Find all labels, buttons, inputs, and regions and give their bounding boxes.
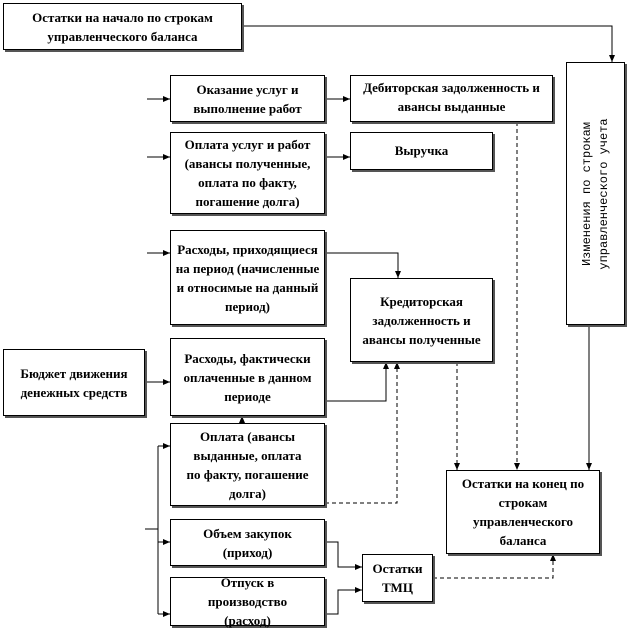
revenue-box: Выручка: [350, 132, 493, 170]
box-label: Выручка: [394, 143, 449, 158]
box-label: Оплата (авансы выданные, оплата по факту…: [186, 428, 309, 501]
end-balance-box: Остатки на конец по строкам управленческ…: [446, 470, 600, 554]
dashed-inventory-end: [433, 554, 556, 579]
dashed-payment-payables: [325, 362, 400, 504]
inventory-box: Остатки ТМЦ: [362, 554, 433, 602]
box-label: Остатки на начало по строкам управленчес…: [32, 9, 213, 44]
cash-budget-box: Бюджет движения денежных средств: [3, 349, 145, 416]
receivables-box: Дебиторская задолженность и авансы выдан…: [350, 75, 553, 122]
payment-box: Оплата (авансы выданные, оплата по факту…: [170, 423, 325, 506]
arrow-purchases-inventory: [325, 541, 362, 570]
services-payment-box: Оплата услуг и работ (авансы полученные,…: [170, 132, 325, 214]
paid-expenses-box: Расходы, фактически оплаченные в данном …: [170, 338, 325, 416]
box-label: Остатки ТМЦ: [372, 561, 423, 595]
start-balance-box: Остатки на начало по строкам управленчес…: [3, 3, 242, 50]
box-label: Отпуск в производство (расход): [207, 575, 288, 628]
box-label: Кредиторская задолженность и авансы полу…: [362, 293, 481, 347]
box-label: Дебиторская задолженность и авансы выдан…: [363, 80, 540, 114]
services-rendered-box: Оказание услуг и выполнение работ: [170, 75, 325, 122]
arrow-release-inventory: [325, 587, 362, 615]
box-label: Оказание услуг и выполнение работ: [193, 81, 302, 116]
payables-box: Кредиторская задолженность и авансы полу…: [350, 278, 493, 362]
box-label: Расходы, приходящиеся на период (начисле…: [175, 241, 320, 314]
arrow-expenses-payables: [325, 252, 401, 278]
box-label: Объем закупок (приход): [203, 525, 292, 560]
box-label: Оплата услуг и работ (авансы полученные,…: [184, 137, 311, 209]
box-label: Бюджет движения денежных средств: [20, 365, 128, 400]
period-expenses-box: Расходы, приходящиеся на период (начисле…: [170, 230, 325, 325]
box-label: Расходы, фактически оплаченные в данном …: [183, 350, 312, 404]
box-label: Изменения по строкам управленческого уче…: [579, 117, 611, 270]
box-label: Остатки на конец по строкам управленческ…: [461, 476, 585, 548]
changes-box: Изменения по строкам управленческого уче…: [566, 62, 625, 325]
arrow-paid-payables: [325, 362, 389, 402]
purchases-box: Объем закупок (приход): [170, 519, 325, 566]
production-release-box: Отпуск в производство (расход): [170, 575, 325, 628]
arrow-start-to-changes: [242, 25, 615, 62]
